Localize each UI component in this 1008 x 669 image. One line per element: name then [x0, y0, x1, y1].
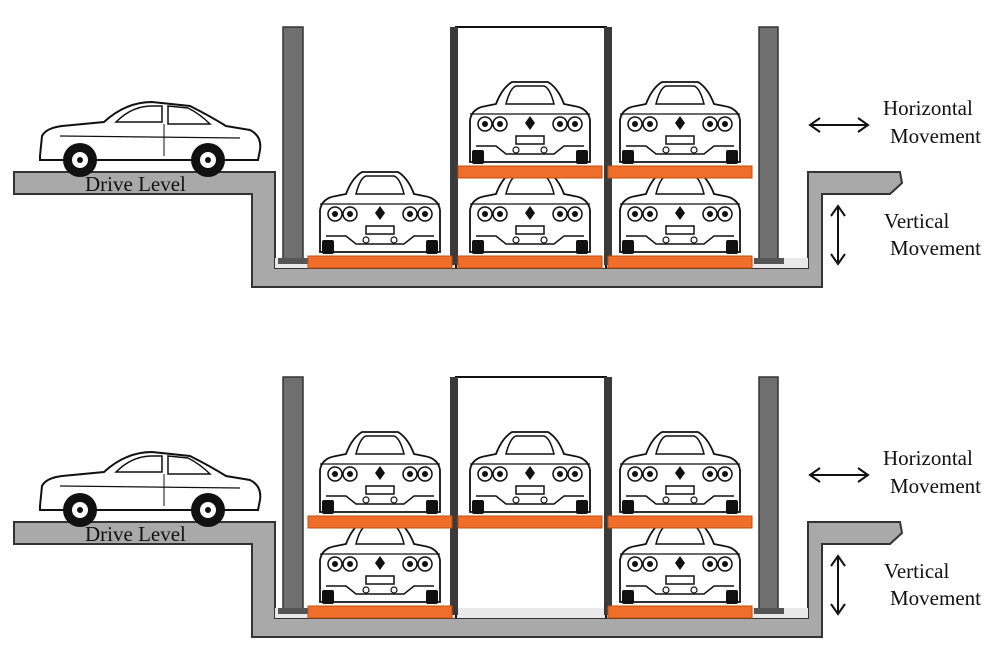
right-column — [758, 26, 779, 264]
lift-post-left — [450, 377, 458, 615]
panel-2: Drive LevelHorizontalMovementVerticalMov… — [13, 376, 981, 638]
pallet-middle-lower — [457, 255, 603, 269]
left-column — [282, 26, 304, 264]
drive-level-label: Drive Level — [85, 522, 186, 546]
vertical-label-line2: Movement — [890, 586, 981, 610]
lift-post-right — [604, 27, 612, 265]
pallet-middle-upper — [457, 165, 603, 179]
pallet-middle-upper — [457, 515, 603, 529]
parked-car-left-lower — [319, 171, 441, 255]
vertical-label-line2: Movement — [890, 236, 981, 260]
pallet-right-upper — [607, 515, 753, 529]
right-column — [758, 376, 779, 614]
lift-post-left — [450, 27, 458, 265]
parked-car-left-lower — [319, 521, 441, 605]
pit-floor — [275, 608, 808, 618]
vertical-label-line1: Vertical — [884, 209, 949, 233]
pallet-left-lower — [307, 605, 453, 619]
parked-car-right-lower — [619, 521, 741, 605]
parked-car-right-upper — [619, 431, 741, 515]
pallet-left-upper — [307, 515, 453, 529]
pallet-right-lower — [607, 255, 753, 269]
panel-1: Drive LevelHorizontalMovementVerticalMov… — [13, 26, 981, 288]
left-column-base — [278, 608, 308, 614]
parked-car-middle-lower — [469, 171, 591, 255]
parked-car-left-upper — [319, 431, 441, 515]
pallet-right-lower — [607, 605, 753, 619]
horizontal-label-line2: Movement — [890, 124, 981, 148]
pallet-left-lower — [307, 255, 453, 269]
drive-level-car — [39, 451, 262, 528]
horizontal-label-line2: Movement — [890, 474, 981, 498]
horizontal-label-line1: Horizontal — [883, 96, 973, 120]
parked-car-right-lower — [619, 171, 741, 255]
left-column-base — [278, 258, 308, 264]
parked-car-middle-upper — [469, 431, 591, 515]
pallet-right-upper — [607, 165, 753, 179]
drive-level-car — [39, 101, 262, 178]
horizontal-arrow-icon — [808, 117, 870, 133]
lift-post-right — [604, 377, 612, 615]
parked-car-right-upper — [619, 81, 741, 165]
horizontal-arrow-icon — [808, 467, 870, 483]
parked-car-middle-upper — [469, 81, 591, 165]
horizontal-label-line1: Horizontal — [883, 446, 973, 470]
panels-layer: Drive LevelHorizontalMovementVerticalMov… — [13, 26, 981, 638]
drive-level-label: Drive Level — [85, 172, 186, 196]
right-column-base — [754, 258, 784, 264]
vertical-arrow-icon — [830, 554, 846, 616]
vertical-label-line1: Vertical — [884, 559, 949, 583]
vertical-arrow-icon — [830, 204, 846, 266]
right-column-base — [754, 608, 784, 614]
left-column — [282, 376, 304, 614]
